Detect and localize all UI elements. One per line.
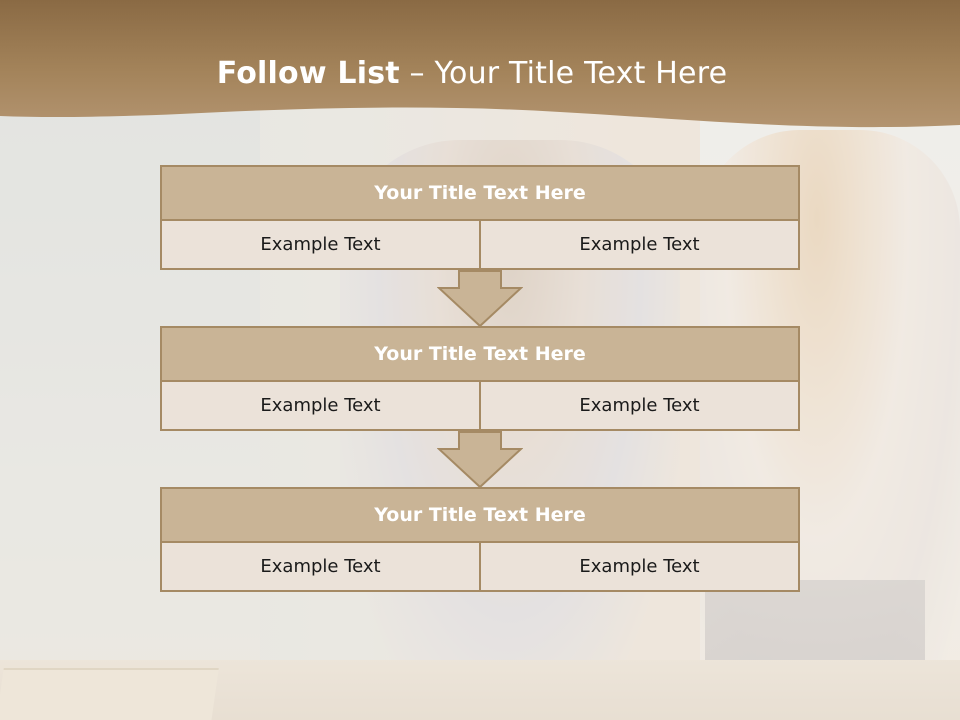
down-arrow-icon [437,431,523,489]
step-box-3: Your Title Text Here Example Text Exampl… [160,487,800,592]
step-box-1: Your Title Text Here Example Text Exampl… [160,165,800,270]
step-row: Example Text Example Text [160,382,800,431]
page-title-rest: – Your Title Text Here [399,56,728,91]
step-title: Your Title Text Here [160,165,800,221]
step-cell-left: Example Text [162,221,479,268]
page-title-bold: Follow List [216,56,400,91]
header-band [0,0,960,128]
step-cell-right: Example Text [479,221,798,268]
step-row: Example Text Example Text [160,543,800,592]
step-cell-right: Example Text [479,543,798,590]
down-arrow-icon [437,270,523,328]
step-box-2: Your Title Text Here Example Text Exampl… [160,326,800,431]
step-cell-left: Example Text [162,543,479,590]
step-cell-left: Example Text [162,382,479,429]
page-title: Follow List – Your Title Text Here [0,56,944,91]
step-title: Your Title Text Here [160,487,800,543]
step-title: Your Title Text Here [160,326,800,382]
step-row: Example Text Example Text [160,221,800,270]
step-cell-right: Example Text [479,382,798,429]
